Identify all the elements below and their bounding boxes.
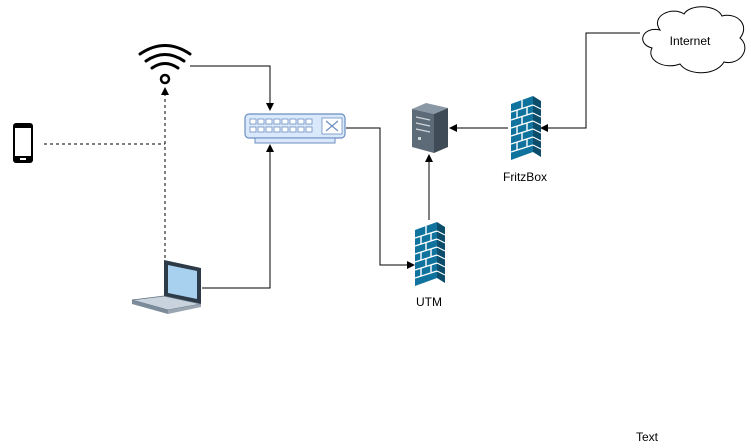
internet-label: Internet	[670, 34, 711, 48]
edge-switch-utm[interactable]	[346, 127, 415, 269]
server-icon	[412, 103, 448, 153]
utm-label: UTM	[416, 295, 442, 309]
edge-laptop-switch[interactable]	[202, 144, 274, 289]
laptop-node[interactable]	[131, 260, 202, 314]
fritzbox-label: FritzBox	[503, 170, 547, 184]
firewall-icon	[510, 96, 542, 160]
edge-internet-fritzbox[interactable]	[540, 32, 640, 132]
cloud-icon	[642, 6, 746, 74]
internet-node[interactable]: Internet	[642, 6, 746, 74]
switch-node[interactable]	[244, 113, 346, 144]
connectors	[44, 32, 640, 289]
phone-node[interactable]	[13, 123, 33, 163]
wifi-node[interactable]	[138, 44, 192, 85]
edge-wifi-switch[interactable]	[190, 65, 274, 111]
server-node[interactable]	[412, 103, 448, 153]
smartphone-icon	[13, 123, 33, 163]
network-switch-icon	[244, 113, 346, 144]
free-text-label[interactable]: Text	[636, 430, 659, 444]
firewall-icon	[414, 222, 446, 286]
laptop-icon	[131, 260, 202, 314]
fritzbox-node[interactable]: FritzBox	[503, 96, 547, 184]
wifi-icon	[138, 44, 192, 85]
utm-node[interactable]: UTM	[414, 222, 446, 309]
